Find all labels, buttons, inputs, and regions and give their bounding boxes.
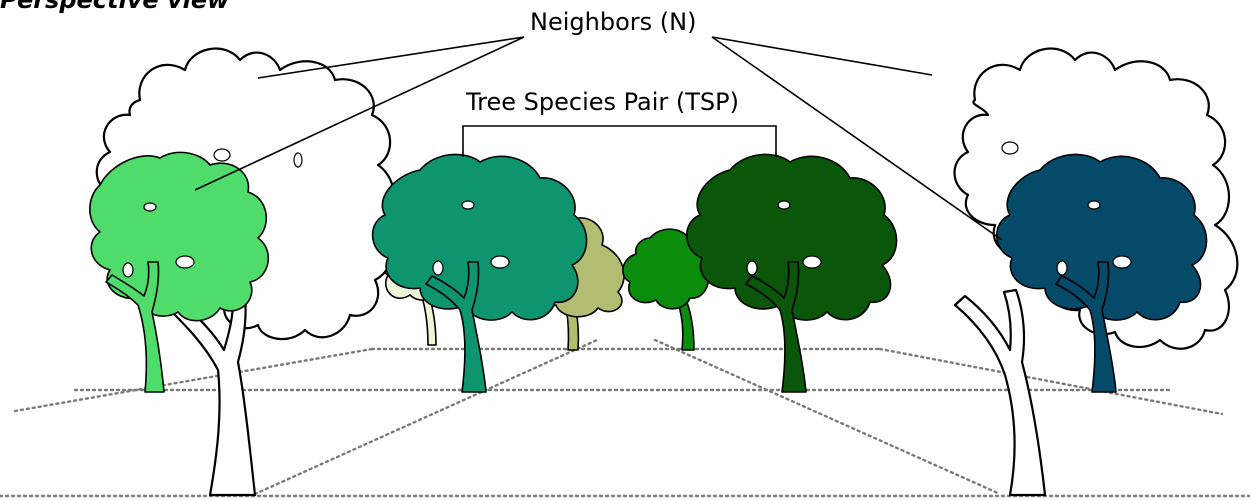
- right-neighbor-gap-2: [1112, 255, 1132, 269]
- right-neighbor-group: [953, 47, 1239, 497]
- neighbors-leaders: [194, 36, 1003, 241]
- pair-left-crown: [371, 153, 588, 321]
- right-center-guide: [653, 338, 1002, 496]
- left-neighbor-gap-3: [122, 262, 134, 278]
- neighbors-label: Neighbors (N): [530, 8, 696, 36]
- right-neighbor-outline-trunk: [953, 288, 1047, 497]
- right-neighbor-gap-4: [1001, 141, 1019, 155]
- neighbors-leader-left-tree: [194, 36, 525, 191]
- right-side-guide: [878, 347, 1224, 416]
- left-neighbor-trunk: [105, 261, 165, 393]
- left-neighbor-outline-trunk: [168, 288, 257, 497]
- neighbors-leader-right-outline: [711, 36, 933, 76]
- pair-left-gap-3: [432, 260, 444, 276]
- pair-right-gap-3: [746, 260, 758, 276]
- left-neighbor-gap-4: [213, 148, 231, 162]
- neighbors-leader-left-outline: [257, 36, 525, 79]
- left-neighbor-gap-2: [175, 255, 195, 269]
- background-tree-green: [622, 228, 710, 351]
- left-neighbor-crown: [89, 151, 270, 322]
- pair-tree-right: [686, 153, 898, 393]
- pair-right-trunk: [745, 261, 807, 393]
- pair-right-crown: [686, 153, 898, 321]
- pair-right-gap-2: [802, 255, 822, 269]
- right-neighbor-trunk: [1055, 261, 1117, 393]
- pair-left-trunk: [425, 261, 487, 393]
- left-neighbor-gap-5: [293, 152, 303, 168]
- pair-tree-left: [371, 153, 588, 393]
- right-neighbor-crown: [996, 153, 1208, 321]
- pair-left-gap-1: [461, 200, 475, 210]
- right-neighbor-gap-3: [1056, 260, 1068, 276]
- diagram-title: Perspective view: [0, 0, 230, 14]
- pair-label: Tree Species Pair (TSP): [465, 88, 739, 116]
- left-side-guide: [13, 347, 374, 413]
- pair-bracket: [462, 125, 777, 157]
- neighbors-leader-right-tree: [711, 36, 1003, 241]
- left-neighbor-group: [89, 47, 396, 497]
- right-neighbor-gap-1: [1087, 200, 1101, 210]
- left-neighbor-gap-1: [143, 202, 157, 212]
- perspective-guides: [0, 338, 1250, 498]
- left-center-guide: [253, 338, 599, 496]
- pair-right-gap-1: [777, 200, 791, 210]
- pair-left-gap-2: [490, 255, 510, 269]
